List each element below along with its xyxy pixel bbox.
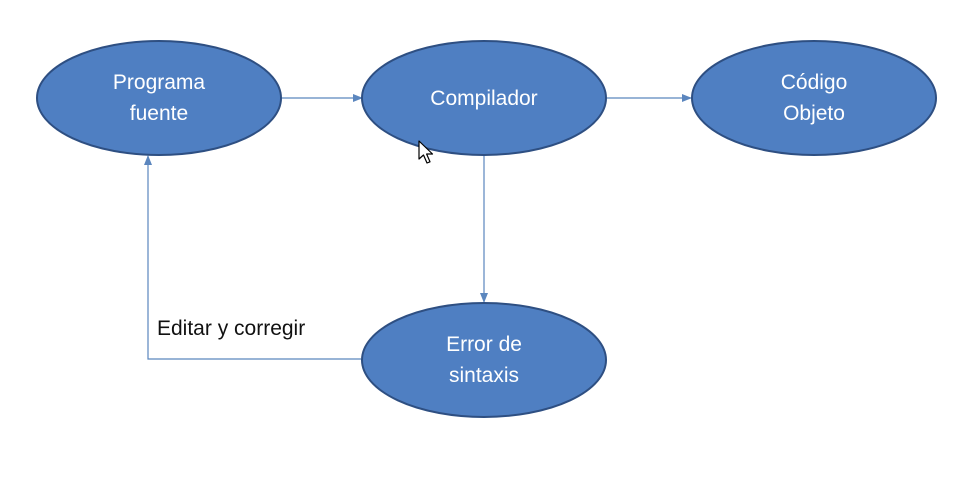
edge-label-edit-correct: Editar y corregir xyxy=(157,317,306,340)
node-source-label: Programa fuente xyxy=(112,71,206,125)
node-object-ellipse xyxy=(691,40,937,156)
node-source-ellipse xyxy=(36,40,282,156)
node-error-ellipse xyxy=(361,302,607,418)
node-compiler-ellipse xyxy=(361,40,607,156)
node-compiler-label: Compilador xyxy=(430,86,538,110)
mouse-cursor-icon xyxy=(418,140,434,164)
node-error-label: Error de sintaxis xyxy=(446,333,522,387)
arrow-error-to-source xyxy=(144,155,361,360)
node-object-label: Código Objeto xyxy=(780,71,848,125)
